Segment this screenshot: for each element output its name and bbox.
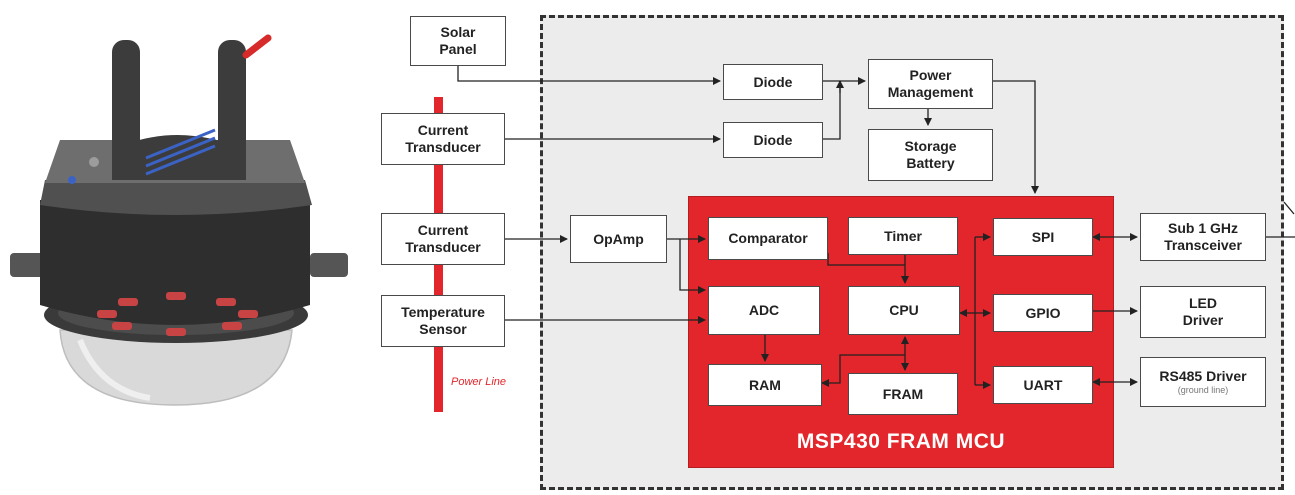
transceiver-block: Sub 1 GHz Transceiver xyxy=(1140,213,1266,261)
cpu-label: CPU xyxy=(889,302,919,318)
diode-label-2: Diode xyxy=(753,131,793,148)
power-line-label: Power Line xyxy=(451,376,507,388)
current-transducer-label-2: Current Transducer xyxy=(405,222,481,255)
comparator-label: Comparator xyxy=(728,230,808,246)
diode-label-1: Diode xyxy=(753,73,793,90)
diode-block-2: Diode xyxy=(723,122,823,158)
mcu-label: MSP430 FRAM MCU xyxy=(796,430,1006,453)
fram-block: FRAM xyxy=(848,373,958,415)
opamp-block: OpAmp xyxy=(570,215,667,263)
temperature-sensor-label: Temperature Sensor xyxy=(401,304,485,337)
power-management-block: Power Management xyxy=(868,59,993,109)
comparator-block: Comparator xyxy=(708,217,828,260)
transceiver-label: Sub 1 GHz Transceiver xyxy=(1164,220,1242,253)
adc-label: ADC xyxy=(748,302,780,318)
current-transducer-label-1: Current Transducer xyxy=(405,122,481,155)
ram-label: RAM xyxy=(749,376,781,393)
led-driver-block: LED Driver xyxy=(1140,286,1266,338)
timer-block: Timer xyxy=(848,217,958,255)
cpu-block: CPU xyxy=(848,286,960,335)
rs485-driver-block: RS485 Driver (ground line) xyxy=(1140,357,1266,407)
rs485-driver-label: RS485 Driver xyxy=(1159,368,1247,384)
current-transducer-block-1: Current Transducer xyxy=(381,113,505,165)
gpio-block: GPIO xyxy=(993,294,1093,332)
solar-panel-block: Solar Panel xyxy=(410,16,506,66)
storage-battery-label: Storage Battery xyxy=(904,138,957,171)
uart-label: UART xyxy=(1023,376,1063,393)
diode-block-1: Diode xyxy=(723,64,823,100)
current-transducer-block-2: Current Transducer xyxy=(381,213,505,265)
timer-label: Timer xyxy=(884,227,922,244)
uart-block: UART xyxy=(993,366,1093,404)
ram-block: RAM xyxy=(708,364,822,406)
rs485-driver-sublabel: (ground line) xyxy=(1177,385,1229,395)
fram-label: FRAM xyxy=(882,385,924,402)
opamp-label: OpAmp xyxy=(593,230,644,247)
storage-battery-block: Storage Battery xyxy=(868,129,993,181)
temperature-sensor-block: Temperature Sensor xyxy=(381,295,505,347)
gpio-label: GPIO xyxy=(1025,304,1061,321)
adc-block: ADC xyxy=(708,286,820,335)
led-driver-label: LED Driver xyxy=(1182,295,1224,328)
sensor-device-illustration xyxy=(10,34,348,406)
spi-block: SPI xyxy=(993,218,1093,256)
spi-label: SPI xyxy=(1031,228,1055,245)
solar-panel-label: Solar Panel xyxy=(439,24,477,57)
power-management-label: Power Management xyxy=(887,67,974,100)
